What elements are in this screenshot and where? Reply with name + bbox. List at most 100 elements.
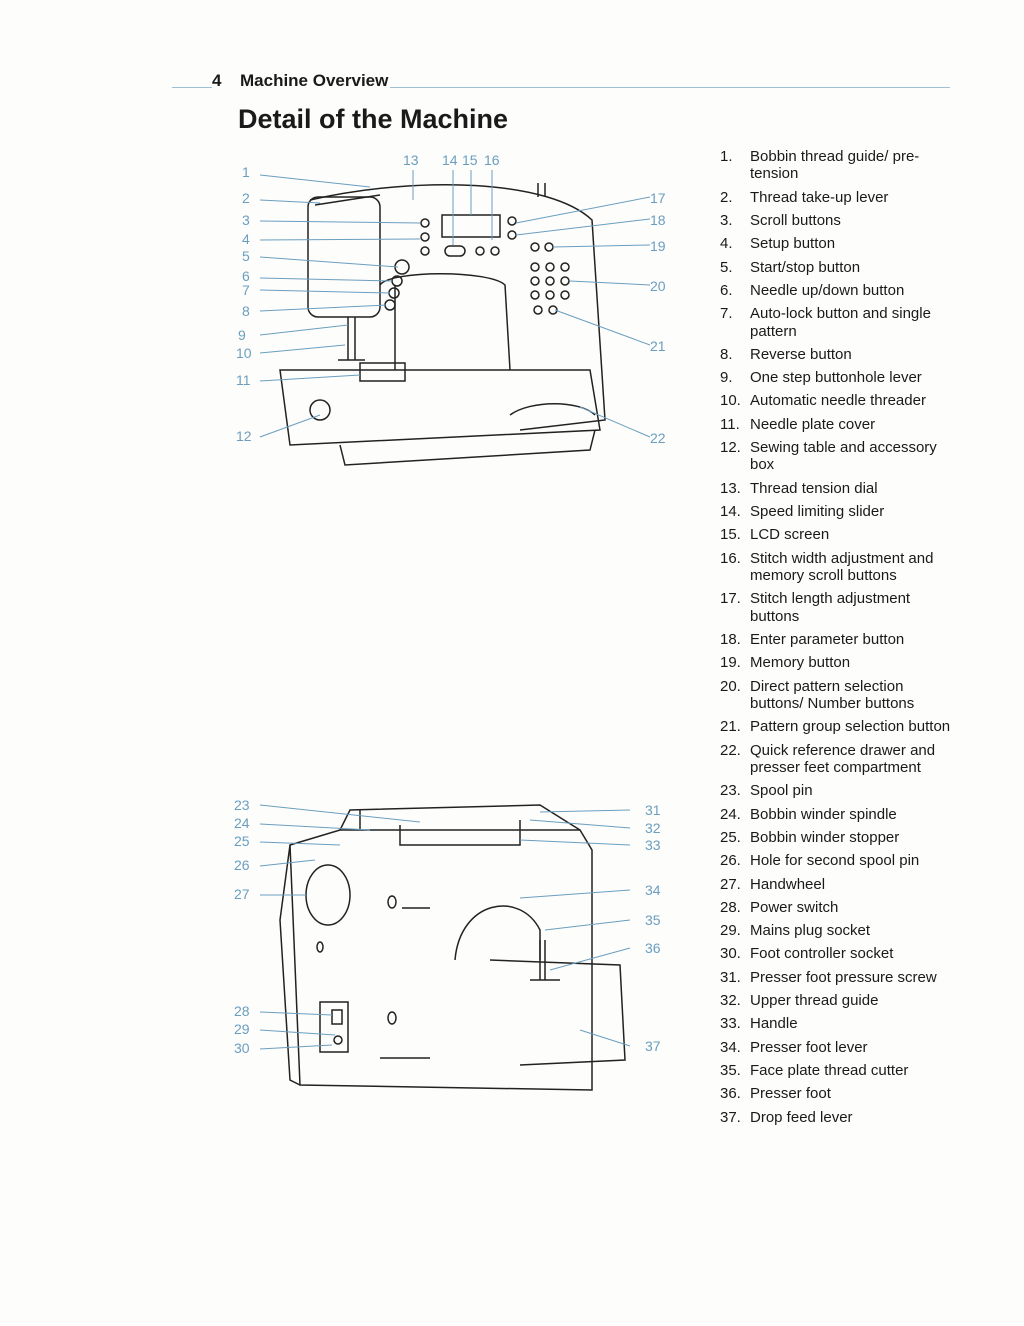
callout-number: 4 [242, 231, 250, 247]
parts-list-number: 28. [720, 898, 741, 916]
parts-list-item: 14.Speed limiting slider [720, 503, 960, 520]
parts-list-number: 25. [720, 828, 741, 846]
parts-list-label: Speed limiting slider [750, 503, 885, 521]
parts-list-number: 33. [720, 1015, 741, 1033]
callout-number: 37 [645, 1038, 661, 1054]
parts-list-label: Quick reference drawer and presser feet … [750, 741, 936, 777]
parts-list-label: One step buttonhole lever [750, 369, 922, 387]
callout-number: 18 [650, 212, 666, 228]
parts-list-label: Needle plate cover [750, 415, 876, 433]
parts-list-label: Setup button [750, 235, 836, 253]
callout-number: 12 [236, 428, 252, 444]
parts-list-number: 20. [720, 677, 741, 695]
parts-list-label: Start/stop button [750, 258, 861, 276]
parts-list-item: 26.Hole for second spool pin [720, 852, 960, 869]
parts-list-item: 35. Face plate thread cutter [720, 1062, 960, 1079]
parts-list-label: Scroll buttons [750, 212, 841, 229]
parts-list-number: 27. [720, 875, 741, 893]
parts-list-label: Enter parameter button [750, 631, 905, 649]
parts-list-number: 13. [720, 479, 741, 497]
parts-list-item: 3. Scroll buttons [720, 212, 960, 229]
parts-list-label: Mains plug socket [750, 922, 871, 940]
callout-number: 35 [645, 912, 661, 928]
parts-list-item: 31.Presser foot pressure screw [720, 969, 960, 986]
callout-number: 33 [645, 837, 661, 853]
parts-list-item: 28.Power switch [720, 899, 960, 916]
parts-list-number: 11. [720, 415, 740, 433]
parts-list-number: 6. [720, 281, 733, 299]
parts-list-number: 3. [720, 212, 733, 229]
callout-number: 13 [403, 152, 419, 168]
parts-list-number: 32. [720, 992, 741, 1010]
parts-list-item: 22. Quick reference drawer and presser fe… [720, 742, 960, 777]
parts-list-number: 7. [720, 305, 733, 323]
callout-number: 9 [238, 327, 246, 343]
section-title: Machine Overview [240, 71, 389, 90]
parts-list-label: Pattern group selection button [750, 718, 951, 736]
parts-list-item: 23.Spool pin [720, 782, 960, 799]
callout-number: 36 [645, 940, 661, 956]
callout-number: 24 [234, 815, 250, 831]
parts-list-item: 6.Needle up/down button [720, 282, 960, 299]
parts-list-number: 22. [720, 741, 741, 759]
parts-list-number: 9. [720, 369, 733, 387]
parts-list-item: 25.Bobbin winder stopper [720, 829, 960, 846]
parts-list-item: 7.Auto-lock button and single pattern [720, 305, 960, 340]
callout-number: 22 [650, 430, 666, 446]
parts-list-label: Face plate thread cutter [750, 1061, 909, 1079]
parts-list-label: Stitch width adjustment and memory scrol… [750, 549, 934, 585]
parts-list-item: 36.Presser foot [720, 1085, 960, 1102]
parts-list-label: Spool pin [750, 782, 813, 800]
parts-list-item: 13. Thread tension dial [720, 480, 960, 497]
parts-list-label: Upper thread guide [750, 992, 879, 1010]
callout-number: 21 [650, 338, 666, 354]
parts-list-item: 5.Start/stop button [720, 259, 960, 276]
parts-list-label: Foot controller socket [750, 945, 894, 963]
parts-list-item: 30.Foot controller socket [720, 945, 960, 962]
callout-number: 15 [462, 152, 478, 168]
callout-number: 27 [234, 886, 250, 902]
page-header: 4 Machine Overview [0, 66, 1024, 90]
parts-list-item: 34.Presser foot lever [720, 1039, 960, 1056]
parts-list-label: LCD screen [750, 526, 830, 544]
callout-number: 17 [650, 190, 666, 206]
parts-list-number: 24. [720, 805, 741, 823]
callout-number: 7 [242, 282, 250, 298]
parts-list-number: 15. [720, 526, 741, 544]
parts-list-number: 8. [720, 345, 733, 363]
parts-list-item: 37.Drop feed lever [720, 1109, 960, 1126]
parts-list-label: Direct pattern selection buttons/ Number… [750, 677, 915, 713]
parts-list-number: 1. [720, 148, 733, 165]
callout-number: 20 [650, 278, 666, 294]
page-number: 4 [212, 71, 222, 90]
parts-list-item: 9. One step buttonhole lever [720, 369, 960, 386]
callout-number: 32 [645, 820, 661, 836]
callout-number: 25 [234, 833, 250, 849]
parts-list-item: 18. Enter parameter button [720, 631, 960, 648]
parts-list-item: 10.Automatic needle threader [720, 392, 960, 409]
page-title: Detail of the Machine [238, 104, 509, 134]
callout-number: 5 [242, 248, 250, 264]
parts-list-label: Bobbin thread guide/ pre-tension [750, 148, 920, 183]
callout-number: 23 [234, 797, 250, 813]
callout-number: 2 [242, 190, 250, 206]
parts-list-item: 24.Bobbin winder spindle [720, 806, 960, 823]
parts-list-number: 19. [720, 654, 741, 672]
parts-list-label: Thread take-up lever [750, 188, 889, 206]
callout-number: 19 [650, 238, 666, 254]
parts-list-number: 35. [720, 1061, 741, 1079]
parts-list-label: Thread tension dial [750, 479, 878, 497]
parts-list-number: 4. [720, 235, 733, 253]
parts-list-item: 12.Sewing table and accessory box [720, 439, 960, 474]
callout-number: 6 [242, 268, 250, 284]
parts-list-number: 29. [720, 922, 741, 940]
parts-list-number: 18. [720, 631, 741, 649]
parts-list-item: 17.Stitch length adjustment buttons [720, 590, 960, 625]
parts-list-item: 33. Handle [720, 1015, 960, 1032]
parts-list-label: Memory button [750, 654, 851, 672]
parts-list-number: 31. [720, 968, 741, 986]
parts-list-label: Handle [750, 1015, 798, 1033]
parts-list-label: Handwheel [750, 875, 826, 893]
parts-list-item: 20. Direct pattern selection buttons/ Num… [720, 678, 960, 713]
